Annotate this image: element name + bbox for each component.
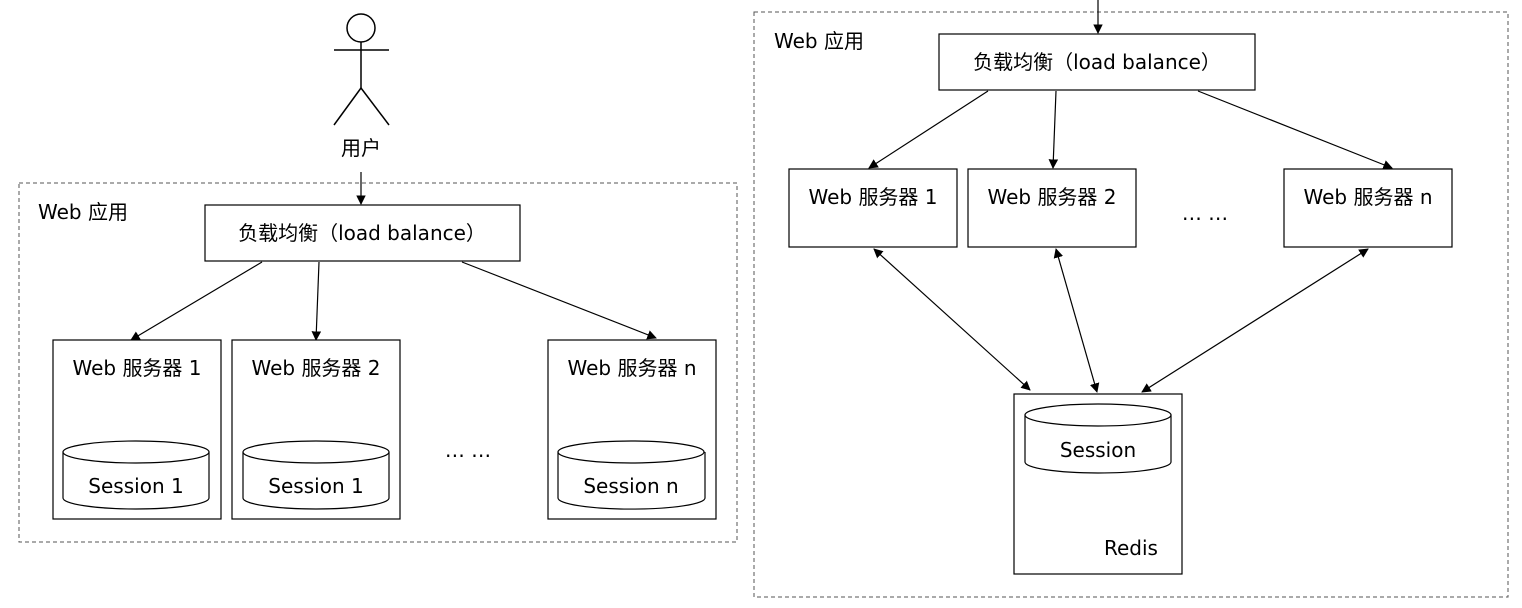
right-lb-to-server-2-arrow — [1048, 90, 1059, 169]
left-server-1-label: Web 服务器 1 — [72, 356, 202, 380]
right-ellipsis: … … — [1181, 201, 1229, 225]
left-ellipsis: … … — [444, 438, 492, 462]
redis-session-label: Session — [1059, 438, 1137, 462]
left-lb-to-server-1-arrow — [130, 261, 263, 341]
right-load-balancer-box — [938, 33, 1256, 91]
user-figure-icon — [333, 13, 390, 126]
right-server-n-redis-link — [1141, 248, 1369, 393]
left-session-n-cylinder-icon — [557, 440, 706, 510]
left-session-2-cylinder-icon — [242, 440, 390, 510]
left-session-2-label: Session 1 — [268, 474, 364, 498]
left-session-1-label: Session 1 — [88, 474, 184, 498]
right-server-1-redis-link — [873, 248, 1031, 391]
redis-label: Redis — [1104, 536, 1158, 560]
right-web-app-container — [753, 11, 1509, 598]
left-load-balancer-box — [204, 204, 521, 262]
left-server-n-label: Web 服务器 n — [567, 356, 697, 380]
left-session-1-cylinder-icon — [62, 440, 210, 510]
right-server-1-box — [788, 168, 958, 248]
right-server-n-label: Web 服务器 n — [1303, 185, 1433, 209]
right-server-1-label: Web 服务器 1 — [808, 185, 938, 209]
right-server-2-redis-link — [1053, 248, 1100, 393]
right-load-balancer-label: 负载均衡（load balance） — [973, 50, 1221, 74]
right-web-app-label: Web 应用 — [774, 29, 864, 53]
right-server-n-box — [1283, 168, 1453, 248]
left-session-n-label: Session n — [583, 474, 679, 498]
right-lb-to-server-n-arrow — [1197, 90, 1393, 170]
left-web-app-container — [18, 182, 738, 543]
right-lb-to-server-1-arrow — [868, 90, 989, 169]
left-load-balancer-label: 负载均衡（load balance） — [238, 221, 486, 245]
user-label: 用户 — [341, 136, 381, 160]
left-lb-to-server-2-arrow — [311, 261, 322, 341]
left-lb-to-server-n-arrow — [461, 261, 657, 340]
right-server-2-box — [967, 168, 1137, 248]
right-server-2-label: Web 服务器 2 — [987, 185, 1117, 209]
redis-session-cylinder-icon — [1024, 403, 1172, 474]
left-server-2-label: Web 服务器 2 — [251, 356, 381, 380]
left-web-app-label: Web 应用 — [38, 200, 128, 224]
